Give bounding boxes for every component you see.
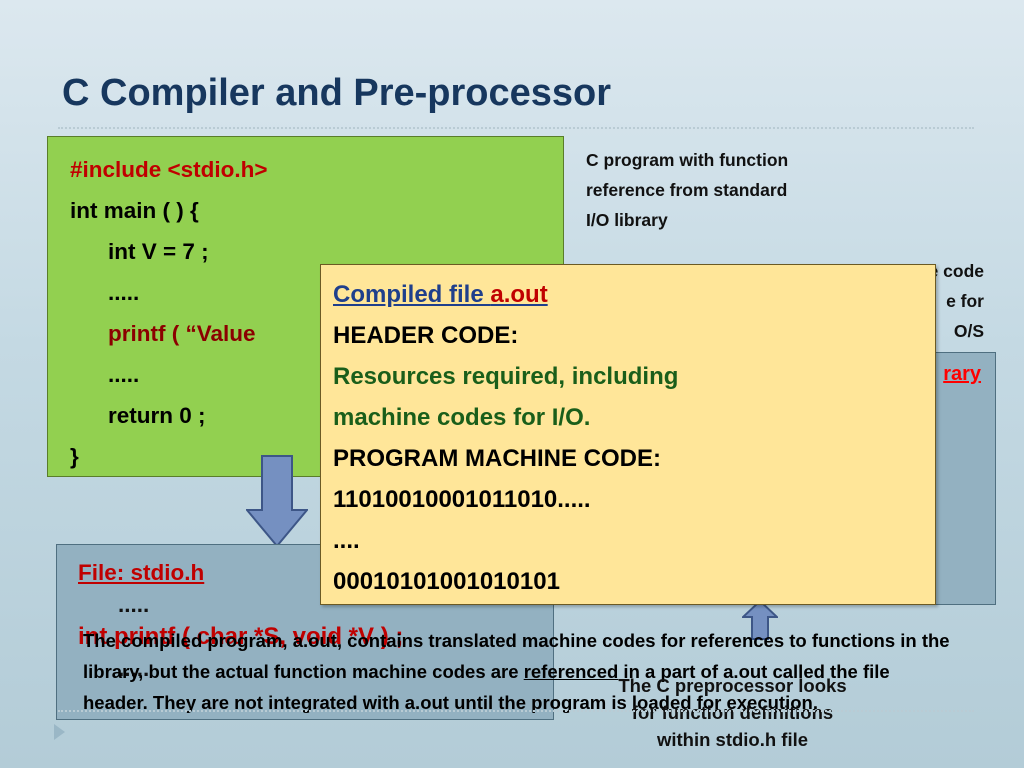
down-arrow-icon: [246, 455, 308, 547]
resources-line: Resources required, including: [333, 363, 679, 390]
stdio-ellipsis: .....: [118, 592, 150, 617]
title-divider: [58, 127, 974, 129]
printf-line: printf ( “Value: [108, 321, 256, 346]
program-note-line: reference from standard: [586, 180, 788, 200]
closing-brace: }: [70, 444, 79, 469]
program-note-line: I/O library: [586, 210, 668, 230]
ellipsis-line-2: .....: [108, 362, 140, 387]
printf-prototype: int printf ( char *S, void *V ) ;: [78, 623, 404, 650]
resources-line-2: machine codes for I/O.: [333, 404, 591, 431]
library-label: rary: [943, 363, 981, 385]
program-machine-code-label: PROGRAM MACHINE CODE:: [333, 445, 661, 472]
main-line: int main ( ) {: [70, 198, 199, 223]
footer-divider: [58, 710, 974, 712]
explanation-part: The compiled program, a.out, contains tr…: [83, 630, 950, 682]
stdio-ellipsis-2: .....: [118, 656, 150, 681]
preprocessor-note-line: for function definitions: [631, 702, 834, 723]
include-line: #include <stdio.h>: [70, 157, 268, 182]
preprocessor-note-line: within stdio.h file: [656, 729, 809, 750]
machine-code-note-line: e for: [946, 291, 984, 311]
preprocessor-note-line: The C preprocessor looks: [618, 675, 847, 696]
machine-code-bits-2: 00010101001010101: [333, 568, 560, 595]
compiled-file-name: a.out: [490, 281, 548, 308]
compiled-file-box: Compiled file a.out HEADER CODE: Resourc…: [320, 264, 936, 605]
machine-code-note-line: O/S: [953, 321, 984, 341]
var-line: int V = 7 ;: [108, 239, 209, 264]
compiled-file-heading: Compiled file a.out: [333, 274, 935, 315]
slide-title: C Compiler and Pre-processor: [62, 72, 612, 114]
stdio-file-label: File: stdio.h: [78, 560, 205, 585]
program-note: C program with function reference from s…: [586, 145, 916, 235]
return-line: return 0 ;: [108, 403, 206, 428]
explanation-text: The compiled program, a.out, contains tr…: [83, 625, 953, 718]
machine-code-bits: 11010010001011010.....: [333, 486, 591, 513]
header-code-label: HEADER CODE:: [333, 322, 519, 349]
program-note-line: C program with function: [586, 150, 789, 170]
ellipsis-line: .....: [108, 280, 140, 305]
compiled-file-prefix: Compiled file: [333, 281, 491, 308]
explanation-part-2: in a part of a.out called the file heade…: [83, 661, 890, 713]
referenced-word: referenced: [523, 661, 619, 682]
machine-code-dots: ....: [333, 527, 360, 554]
preprocessor-note: The C preprocessor looks for function de…: [560, 672, 905, 753]
up-arrow-icon: [742, 600, 778, 640]
slide-nav-triangle-icon[interactable]: [54, 724, 65, 740]
